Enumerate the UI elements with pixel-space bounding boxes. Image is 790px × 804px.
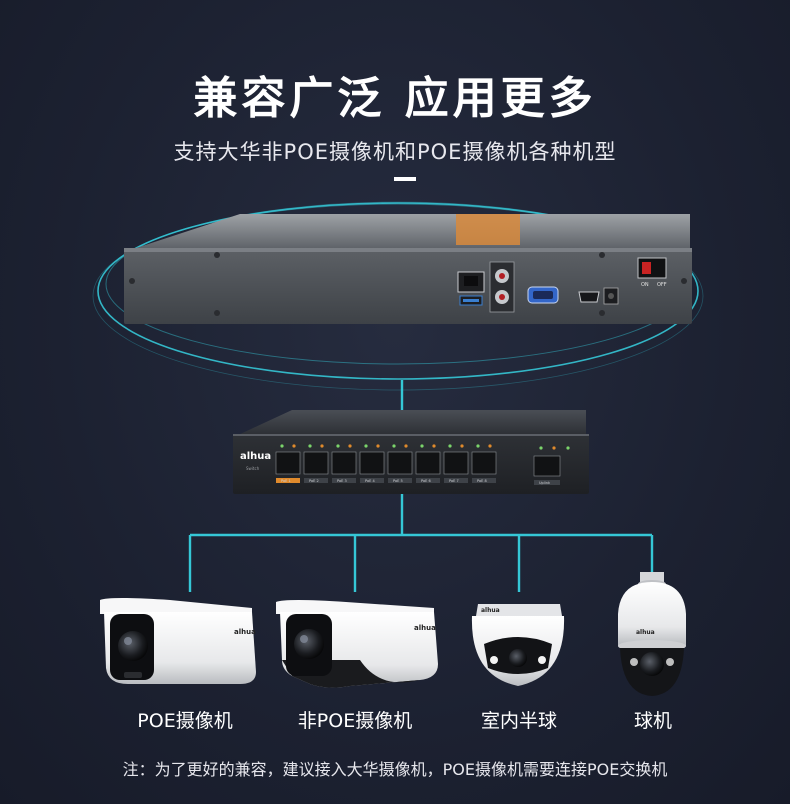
ethernet-port-icon bbox=[457, 271, 485, 293]
connection-lines bbox=[188, 380, 654, 592]
speed-dome-camera: alhua bbox=[618, 572, 686, 696]
port-label-8: PoE 8 bbox=[477, 479, 487, 483]
usb-port-icon bbox=[459, 295, 483, 306]
switch-off-label: OFF bbox=[657, 282, 667, 288]
poe-port-group bbox=[275, 444, 497, 483]
port-label-1: PoE 1 bbox=[281, 479, 291, 483]
port-label-5: PoE 5 bbox=[393, 479, 403, 483]
page-subtitle: 支持大华非POE摄像机和POE摄像机各种机型 bbox=[173, 140, 617, 164]
signal-rings bbox=[92, 201, 704, 391]
camera-1-brand: alhua bbox=[234, 628, 256, 636]
non-poe-bullet-camera: alhua bbox=[276, 600, 438, 688]
svg-text:Switch: Switch bbox=[246, 466, 260, 471]
camera-2-brand: alhua bbox=[414, 624, 436, 632]
power-switch-icon bbox=[637, 257, 667, 279]
page-title: 兼容广泛 应用更多 bbox=[193, 73, 597, 124]
camera-3-brand: alhua bbox=[481, 607, 500, 614]
title-divider bbox=[394, 177, 416, 181]
camera-label-speed-dome: 球机 bbox=[633, 710, 672, 732]
poe-bullet-camera: alhua bbox=[100, 598, 256, 684]
port-label-7: PoE 7 bbox=[449, 479, 459, 483]
port-label-3: PoE 3 bbox=[337, 479, 347, 483]
footer-note: 注：为了更好的兼容，建议接入大华摄像机，POE摄像机需要连接POE交换机 bbox=[122, 760, 668, 779]
vga-port-icon bbox=[527, 286, 559, 304]
switch-on-label: ON bbox=[641, 282, 649, 288]
camera-label-indoor-dome: 室内半球 bbox=[480, 710, 557, 732]
hdmi-port-icon bbox=[578, 291, 600, 303]
uplink-label: Uplink bbox=[539, 481, 551, 485]
power-input-icon bbox=[603, 287, 619, 305]
uplink-port-icon bbox=[533, 455, 561, 485]
poe-switch-device: alhua Switch bbox=[233, 410, 589, 494]
audio-jack-icon bbox=[489, 261, 515, 313]
camera-4-brand: alhua bbox=[636, 629, 655, 636]
port-label-4: PoE 4 bbox=[365, 479, 375, 483]
indoor-dome-camera: alhua bbox=[471, 604, 565, 686]
nvr-device: ON OFF bbox=[124, 214, 692, 324]
port-label-2: PoE 2 bbox=[309, 479, 319, 483]
camera-label-poe: POE摄像机 bbox=[137, 710, 233, 732]
port-label-6: PoE 6 bbox=[421, 479, 431, 483]
switch-brand-logo: alhua bbox=[240, 451, 271, 462]
camera-label-non-poe: 非POE摄像机 bbox=[297, 710, 413, 732]
